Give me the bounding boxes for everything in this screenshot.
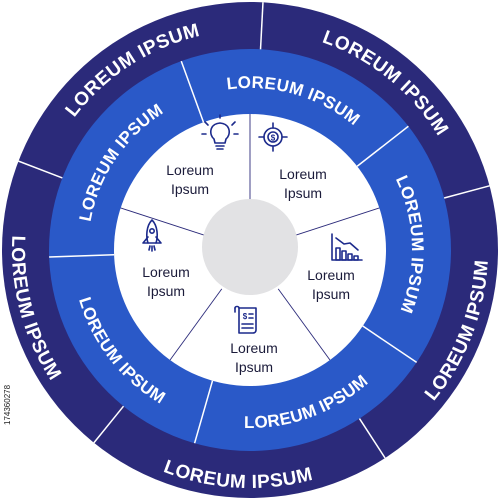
core-label-4-line1: Loreum [230, 340, 277, 356]
core-segment-5: Loreum Ipsum [142, 219, 190, 299]
core-divider-5 [120, 207, 205, 236]
core-label-5-line1: Loreum [142, 264, 189, 280]
rocket-icon [142, 219, 162, 252]
core-label-5-line2: Ipsum [147, 283, 185, 299]
stock-image-id: 174360278 [3, 384, 12, 425]
core-divider-4 [169, 288, 223, 361]
core-label-1-line2: Ipsum [171, 181, 209, 197]
core-segment-1: Loreum Ipsum [166, 114, 239, 197]
core-label-3-line1: Loreum [307, 267, 354, 283]
core-dividers [120, 114, 380, 361]
invoice-document-icon: $ [234, 305, 257, 334]
center-circle [202, 199, 298, 295]
outer-ring-dividers [18, 2, 490, 459]
core-label-2-line1: Loreum [279, 166, 326, 182]
inner-divider-1 [180, 60, 205, 123]
core-segment-4: $ Loreum Ipsum [230, 305, 278, 375]
core-label-1-line1: Loreum [166, 162, 213, 178]
core-segment-3: Loreum Ipsum [307, 233, 363, 302]
outer-divider-1 [259, 2, 264, 50]
dollar-target-icon: $ [258, 122, 288, 152]
core-divider-2 [295, 207, 380, 236]
core-label-2-line2: Ipsum [284, 185, 322, 201]
inner-divider-2 [356, 125, 409, 167]
inner-divider-5 [49, 253, 115, 258]
lightbulb-icon [201, 114, 239, 150]
inner-divider-4 [193, 380, 214, 444]
core-label-4-line2: Ipsum [235, 359, 273, 375]
core-segment-2: $ Loreum Ipsum [258, 122, 327, 201]
outer-divider-3 [358, 418, 386, 459]
outer-divider-4 [93, 405, 125, 444]
inner-ring-dividers [49, 60, 418, 444]
svg-text:$: $ [243, 312, 248, 321]
core-divider-3 [277, 288, 331, 361]
declining-chart-icon [331, 233, 363, 261]
inner-divider-3 [362, 325, 418, 364]
svg-text:$: $ [271, 134, 276, 143]
core-label-3-line2: Ipsum [312, 286, 350, 302]
outer-divider-5 [18, 160, 63, 179]
outer-divider-2 [443, 185, 490, 199]
